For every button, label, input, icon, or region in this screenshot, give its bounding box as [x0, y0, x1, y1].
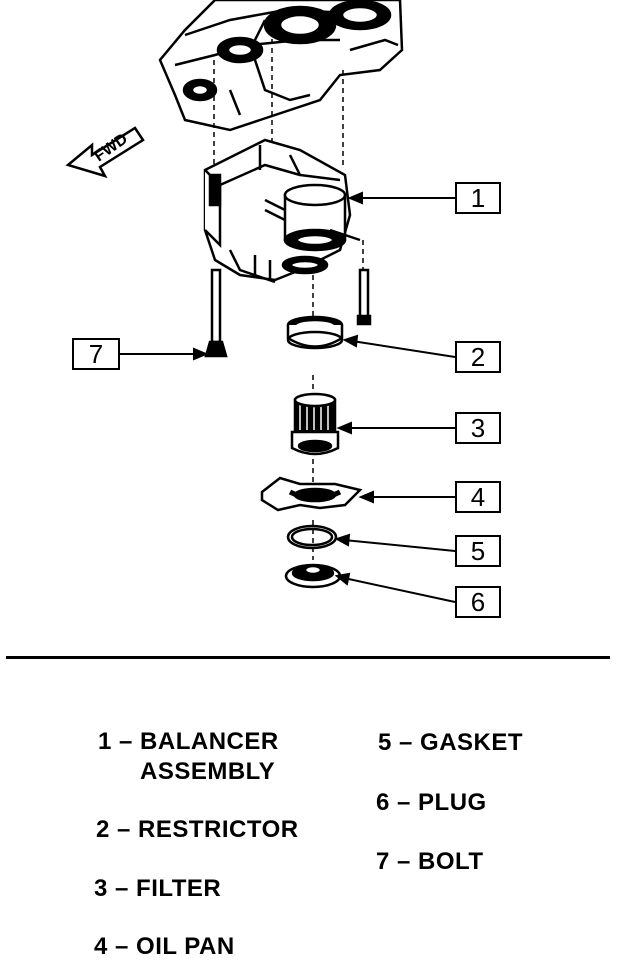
legend-item-oil-pan: 4 – OIL PAN	[94, 933, 235, 960]
legend-item-filter: 3 – FILTER	[94, 875, 222, 902]
callout-6-label: 6	[470, 587, 486, 617]
legend-item-plug: 6 – PLUG	[376, 789, 487, 816]
legend-item-gasket: 5 – GASKET	[378, 729, 524, 756]
legend-item-label: RESTRICTOR	[138, 816, 299, 843]
legend-item-balancer-assembly: 1 – BALANCER ASSEMBLY	[98, 728, 279, 785]
callout-5-label: 5	[470, 536, 486, 566]
callout-2-label: 2	[470, 342, 486, 372]
legend-item-label: PLUG	[418, 789, 487, 816]
gasket	[286, 524, 338, 550]
divider	[6, 656, 610, 659]
legend-item-number: 3	[94, 875, 108, 902]
restrictor	[286, 315, 344, 350]
balancer-assembly	[203, 138, 361, 284]
legend-item-label: BOLT	[418, 848, 484, 875]
legend-item-label-line2: ASSEMBLY	[140, 758, 276, 785]
legend-item-label: OIL PAN	[136, 933, 235, 960]
callout-5: 5	[455, 535, 501, 567]
legend-item-number: 2	[96, 816, 110, 843]
alignment-lines	[213, 30, 364, 560]
plug	[284, 563, 342, 589]
callout-1: 1	[455, 182, 501, 214]
callout-4-label: 4	[470, 482, 486, 512]
legend-item-number: 7	[376, 848, 390, 875]
engine-block	[158, 0, 404, 132]
legend-item-bolt: 7 – BOLT	[376, 848, 484, 875]
legend-item-label: GASKET	[420, 729, 524, 756]
callout-4: 4	[455, 481, 501, 513]
fwd-arrow-icon	[65, 126, 145, 179]
leader-lines	[120, 191, 456, 603]
filter	[290, 392, 340, 456]
oil-pan	[260, 476, 363, 512]
long-bolt	[204, 268, 372, 358]
legend-item-restrictor: 2 – RESTRICTOR	[96, 816, 299, 843]
legend-item-label: BALANCER	[140, 728, 279, 755]
callout-7: 7	[72, 338, 120, 370]
legend-item-label: FILTER	[136, 875, 222, 902]
callout-1-label: 1	[470, 183, 486, 213]
callout-7-label: 7	[88, 339, 104, 369]
legend-item-number: 1	[98, 728, 112, 755]
legend-item-number: 5	[378, 729, 392, 756]
exploded-view-diagram: FWD	[65, 0, 501, 618]
callout-2: 2	[455, 341, 501, 373]
legend-item-number: 4	[94, 933, 108, 960]
callout-3-label: 3	[470, 413, 486, 443]
callout-3: 3	[455, 412, 501, 444]
legend-item-number: 6	[376, 789, 390, 816]
callout-6: 6	[455, 586, 501, 618]
diagram-drawing: FWD	[65, 0, 456, 603]
